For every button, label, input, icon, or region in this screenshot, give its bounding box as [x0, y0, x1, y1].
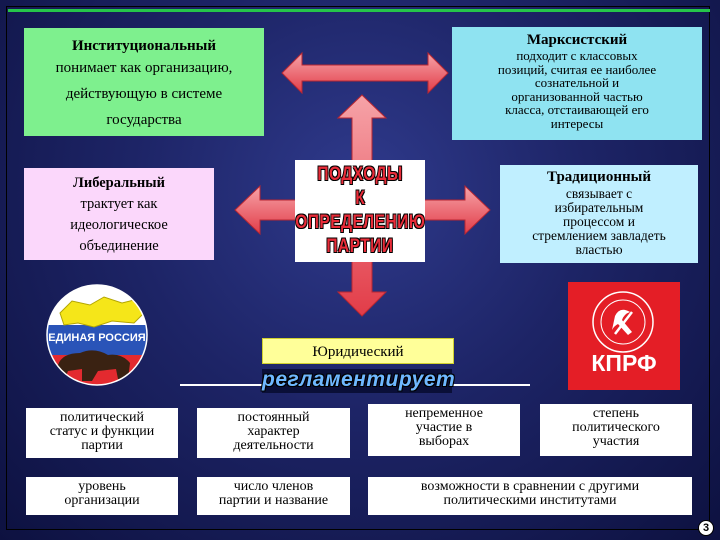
traditional-line: стремлением завладеть [532, 228, 666, 243]
traditional-line: властью [575, 242, 623, 257]
institutional-approach-box: Институциональный понимает как организац… [24, 28, 264, 136]
center-title-line: ПАРТИИ [326, 236, 394, 257]
cell-line: статус и функции [49, 424, 155, 439]
traditional-title: Традиционный [547, 169, 651, 185]
cell-line: политическими институтами [443, 493, 617, 508]
horizontal-double-arrow-top [281, 51, 449, 95]
liberal-line: трактует как [80, 196, 158, 212]
regulated-item-participation: степень политического участия [540, 404, 692, 456]
liberal-line: идеологическое [70, 217, 168, 233]
cell-line: постоянный [237, 410, 310, 425]
kprf-logo: КПРФ [568, 282, 680, 390]
cell-line: непременное [405, 406, 483, 421]
cell-line: политический [60, 410, 144, 425]
top-accent-line [8, 9, 710, 12]
marxist-line: подходит с классовых [516, 48, 638, 63]
marxist-line: сознательной и [534, 75, 620, 90]
legal-title: Юридический [312, 344, 404, 360]
traditional-line: процессом и [563, 214, 635, 229]
traditional-approach-box: Традиционный связывает с избирательным п… [500, 165, 698, 263]
cell-line: организации [64, 493, 140, 508]
cell-line: число членов [233, 479, 314, 494]
institutional-line: понимает как организацию, [55, 60, 233, 76]
center-title-line: ПОДХОДЫ [317, 164, 403, 185]
legal-approach-box: Юридический [262, 338, 454, 364]
cell-line: участие в [415, 420, 473, 435]
cell-line: партии [81, 438, 123, 453]
regulated-item-permanence: постоянный характер деятельности [197, 408, 350, 458]
united-russia-logo: ЕДИНАЯ РОССИЯ [42, 283, 152, 387]
liberal-approach-box: Либеральный трактует как идеологическое … [24, 168, 214, 260]
regulated-item-capabilities: возможности в сравнении с другими полити… [368, 477, 692, 515]
slide-frame [6, 6, 710, 530]
marxist-line: организованной частью [511, 88, 643, 104]
institutional-line: действующую в системе [65, 86, 223, 102]
cell-line: участия [592, 434, 640, 449]
cell-line: деятельности [233, 438, 314, 453]
cell-line: партии и название [218, 493, 329, 508]
united-russia-logo-text: ЕДИНАЯ РОССИЯ [48, 332, 145, 344]
marxist-line: позиций, считая ее наиболее [497, 61, 657, 77]
liberal-line: объединение [79, 238, 159, 254]
kprf-logo-text: КПРФ [591, 350, 657, 376]
marxist-line: класса, отстаивающей его [505, 102, 649, 117]
cell-line: уровень [78, 479, 126, 494]
traditional-line: избирательным [554, 200, 644, 215]
regulated-item-organization: уровень организации [26, 477, 178, 515]
traditional-line: связывает с [565, 186, 633, 201]
regulates-label: регламентирует [262, 368, 456, 393]
cell-line: характер [247, 424, 300, 439]
marxist-line: интересы [550, 115, 604, 131]
cell-line: возможности в сравнении с другими [420, 479, 640, 494]
center-title-line: К ОПРЕДЕЛЕНИЮ [295, 188, 425, 233]
institutional-line: государства [106, 112, 182, 128]
center-title-box: ПОДХОДЫ К ОПРЕДЕЛЕНИЮ ПАРТИИ [295, 160, 425, 262]
regulated-item-elections: непременное участие в выборах [368, 404, 520, 456]
regulated-item-membership: число членов партии и название [197, 477, 350, 515]
cell-line: выборах [418, 434, 470, 449]
institutional-title: Институциональный [71, 38, 217, 54]
cell-line: степень [592, 406, 640, 421]
page-number: 3 [698, 520, 714, 536]
cell-line: политического [572, 420, 660, 435]
marxist-approach-box: Марксистский подходит с классовых позици… [452, 27, 702, 140]
liberal-title: Либеральный [73, 175, 165, 191]
marxist-title: Марксистский [526, 32, 628, 48]
regulated-item-status: политический статус и функции партии [26, 408, 178, 458]
